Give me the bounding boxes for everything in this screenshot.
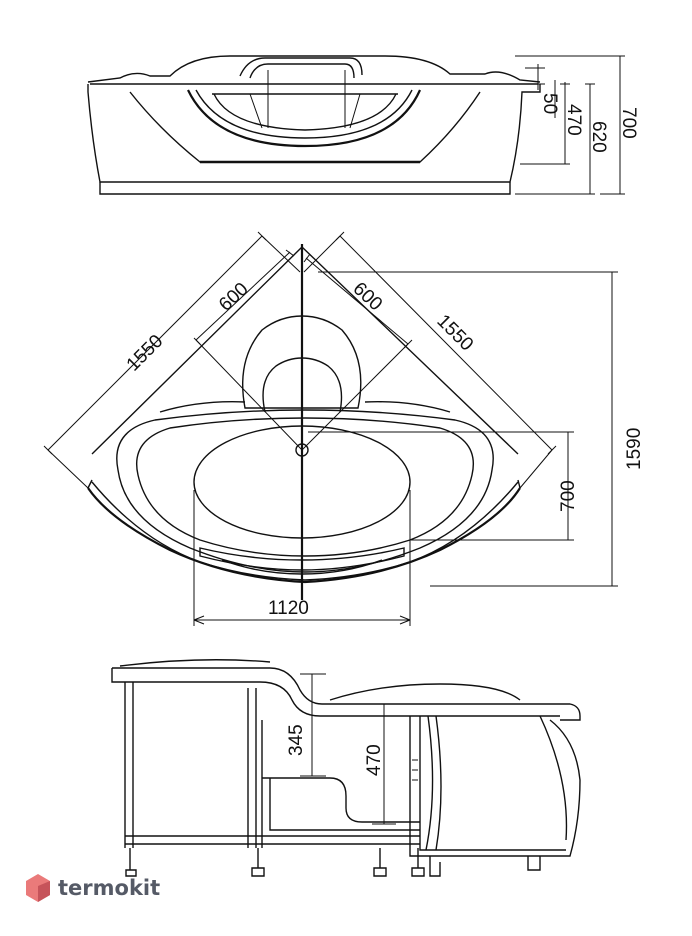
front-dim-620: 620 <box>588 121 609 153</box>
watermark-text: termokit <box>58 876 160 900</box>
side-dim-345: 345 <box>286 724 307 756</box>
front-dim-470: 470 <box>563 104 584 136</box>
top-dim-1120: 1120 <box>268 598 309 619</box>
top-dim-1590: 1590 <box>624 428 645 470</box>
top-dim-700: 700 <box>558 480 579 512</box>
top-dim-600-right: 600 <box>349 278 387 315</box>
top-dim-600-left: 600 <box>215 279 253 316</box>
termokit-logo <box>26 874 50 902</box>
front-dim-50: 50 <box>539 93 560 114</box>
side-view <box>111 659 581 877</box>
top-dim-1550-right: 1550 <box>432 311 477 356</box>
top-view <box>43 231 618 626</box>
side-dim-470: 470 <box>364 744 385 776</box>
front-dim-700: 700 <box>618 107 639 139</box>
front-view <box>87 55 625 195</box>
